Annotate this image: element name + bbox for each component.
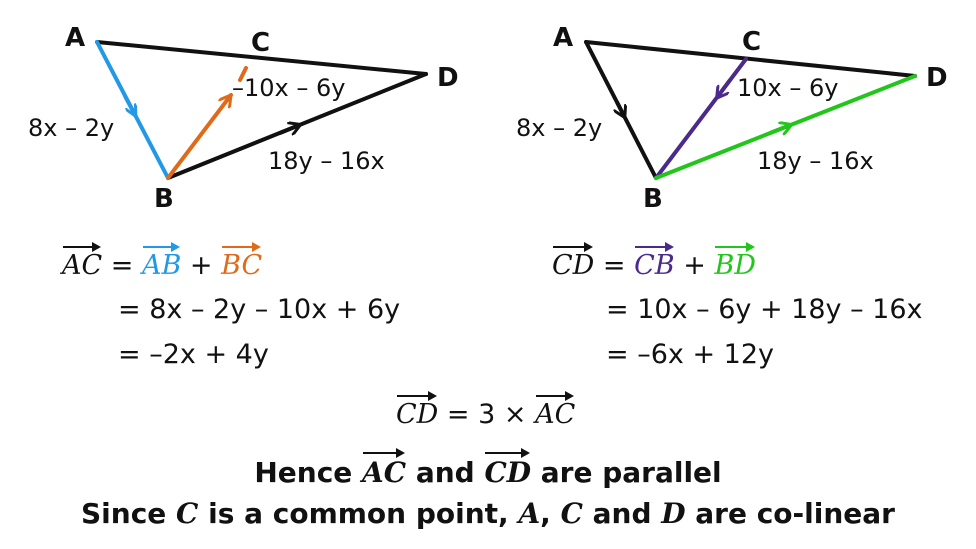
vector-CD: CD — [552, 242, 594, 283]
vector-AB: AB — [142, 242, 181, 283]
conclusion2-start: Since — [81, 497, 167, 530]
point-B-label: B — [643, 184, 663, 214]
conclusion1-start: Hence — [254, 456, 353, 489]
conclusion2-and: and — [592, 497, 652, 530]
arrow-CB-marker — [719, 78, 732, 95]
label-AB: 8x – 2y — [516, 114, 602, 142]
plus-sign: + — [683, 250, 706, 281]
point-A-label: A — [553, 23, 573, 53]
left-working-line3: = –2x + 4y — [118, 339, 269, 370]
right-working-line1: CD = CB + BD — [552, 242, 756, 283]
conclusion-colinear: Since C is a common point, A, C and D ar… — [0, 496, 976, 532]
conclusion-parallel: Hence AC and CD are parallel — [0, 448, 976, 491]
label-BD: 18y – 16x — [268, 147, 385, 175]
point-C-ref-2: C — [560, 497, 583, 530]
label-CB: 10x – 6y — [737, 74, 838, 102]
conclusion1-end: are parallel — [540, 456, 722, 489]
left-working-line1: AC = AB + BC — [62, 242, 262, 283]
vector-BD: BD — [714, 242, 756, 283]
label-BD: 18y – 16x — [757, 147, 874, 175]
point-D-label: D — [926, 63, 948, 93]
left-diagram: A C D B 8x – 2y –10x – 6y 18y – 16x — [28, 23, 459, 214]
point-B-label: B — [154, 184, 174, 214]
right-working-line2: = 10x – 6y + 18y – 16x — [606, 294, 923, 325]
left-working-line2: = 8x – 2y – 10x + 6y — [118, 294, 401, 325]
label-AB: 8x – 2y — [28, 114, 114, 142]
equals-sign: = — [110, 250, 134, 281]
line-BC-tail — [238, 66, 248, 82]
point-D-ref: D — [661, 497, 686, 530]
arrow-AB-marker — [123, 95, 133, 111]
right-working-line3: = –6x + 12y — [606, 339, 774, 370]
arrow-BD-marker — [279, 126, 297, 133]
vector-CD: CD — [396, 391, 438, 432]
vector-CD: CD — [484, 448, 531, 491]
label-BC: –10x – 6y — [232, 74, 345, 102]
equals-sign: = — [602, 250, 626, 281]
vector-CB: CB — [634, 242, 675, 283]
right-diagram: A C D B 8x – 2y 10x – 6y 18y – 16x — [516, 23, 948, 214]
point-C-ref: C — [176, 497, 199, 530]
result-line: CD = 3 × AC — [396, 391, 575, 432]
result-middle: = 3 × — [446, 399, 527, 430]
vector-AC: AC — [362, 448, 406, 491]
point-C-label: C — [251, 28, 270, 58]
point-D-label: D — [437, 63, 459, 93]
point-A-ref: A — [518, 497, 541, 530]
conclusion2-middle: is a common point, — [208, 497, 509, 530]
vector-AC: AC — [535, 391, 575, 432]
vector-AC: AC — [62, 242, 102, 283]
line-CB — [654, 57, 748, 180]
vector-diagrams: A C D B 8x – 2y –10x – 6y 18y – 16x A C … — [28, 23, 948, 214]
line-AD — [584, 40, 917, 78]
point-A-label: A — [65, 23, 85, 53]
plus-sign: + — [189, 250, 213, 281]
comma: , — [540, 497, 551, 530]
conclusion2-end: are co-linear — [695, 497, 895, 530]
vector-BC: BC — [221, 242, 262, 283]
point-C-label: C — [742, 27, 761, 57]
arrow-AB-marker — [617, 101, 623, 114]
line-BC — [166, 95, 233, 180]
line-AD — [95, 40, 428, 76]
arrow-BD-marker — [769, 126, 788, 133]
conclusion1-and: and — [415, 456, 475, 489]
